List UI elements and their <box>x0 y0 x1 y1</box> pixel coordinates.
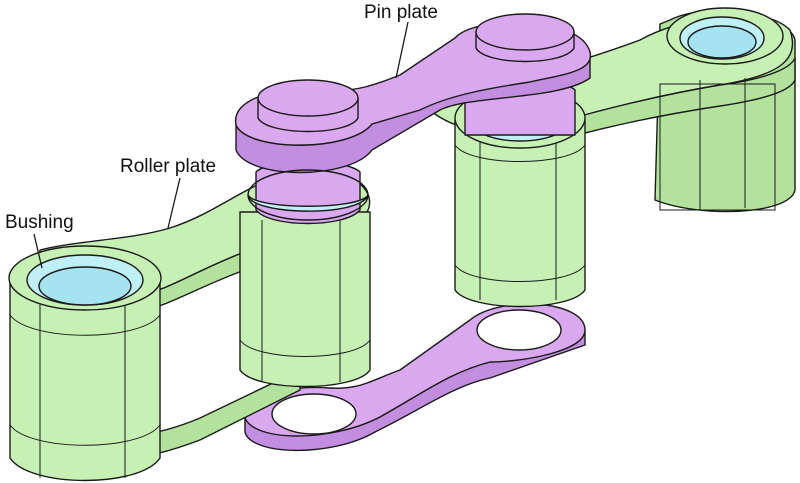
pin-plate-label: Pin plate <box>364 2 438 23</box>
bushing-leader <box>33 233 43 269</box>
bushing-label: Bushing <box>5 212 74 233</box>
roller-plate-label: Roller plate <box>120 156 216 177</box>
roller-plate-leader <box>167 177 181 229</box>
lower-pin-plate <box>244 303 586 452</box>
pin-plate-leader <box>395 21 409 79</box>
upper-pin-plate <box>235 13 592 225</box>
